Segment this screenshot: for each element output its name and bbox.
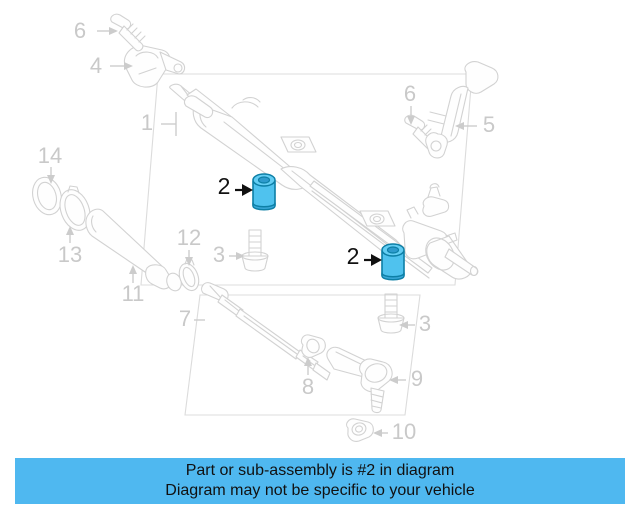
part-bolt-3-left [241, 229, 269, 272]
callout-label-5: 5 [483, 112, 495, 137]
highlight-bushing-upper[interactable] [252, 173, 276, 211]
callout-label-11: 11 [122, 281, 145, 306]
banner-line-1: Part or sub-assembly is #2 in diagram [185, 462, 455, 479]
callout-label-14: 14 [38, 143, 62, 168]
callout-label-8: 8 [302, 374, 314, 399]
callout-label-7: 7 [179, 306, 191, 331]
part-oring-14 [32, 176, 62, 216]
part-tie-rod-7 [201, 282, 331, 381]
callout-label-10: 10 [392, 419, 416, 444]
highlight-bushing-lower[interactable] [381, 243, 405, 281]
leader-14 [47, 167, 55, 184]
leader-9 [389, 376, 406, 384]
callout-label-13: 13 [58, 242, 82, 267]
callout-label-6-right: 6 [404, 81, 416, 106]
leader-10 [373, 429, 388, 437]
part-clamp-12 [178, 258, 200, 292]
callout-label-4: 4 [90, 53, 102, 78]
part-tie-rod-end-9 [326, 346, 393, 414]
callout-label-3-right: 3 [419, 311, 431, 336]
part-clamp-13 [59, 185, 91, 231]
part-castlenut-10 [346, 418, 374, 442]
callout-label-2-upper: 2 [218, 173, 231, 199]
part-jamnut-8 [300, 334, 326, 358]
leader-6-left [97, 27, 118, 35]
part-bolt-6-left [110, 13, 146, 52]
assembly-box-7 [184, 294, 421, 416]
part-bracket-4 [124, 45, 186, 88]
callout-label-6-left: 6 [74, 18, 86, 43]
leader-2-upper [235, 184, 253, 196]
leader-8 [304, 357, 312, 375]
info-banner: Part or sub-assembly is #2 in diagram Di… [15, 458, 625, 504]
leader-3-left [229, 252, 245, 260]
callout-label-9: 9 [411, 366, 423, 391]
part-bracket-5 [425, 61, 499, 159]
leader-11 [129, 265, 137, 283]
banner-line-2: Diagram may not be specific to your vehi… [165, 482, 475, 499]
part-bolt-3-right [377, 293, 405, 334]
leader-12 [185, 250, 193, 266]
part-boot-11 [85, 208, 182, 292]
callout-label-12: 12 [177, 225, 201, 250]
leader-1 [161, 112, 177, 136]
callout-label-1: 1 [141, 110, 153, 135]
leader-13 [66, 226, 74, 243]
leader-3-right [399, 321, 415, 329]
leader-4 [110, 62, 133, 70]
leader-2-lower [364, 254, 382, 266]
callout-label-3-left: 3 [213, 242, 225, 267]
leader-6-right [407, 106, 415, 125]
assembly-box-1 [140, 73, 473, 286]
leader-5 [455, 122, 477, 130]
callout-label-2-lower: 2 [347, 243, 360, 269]
